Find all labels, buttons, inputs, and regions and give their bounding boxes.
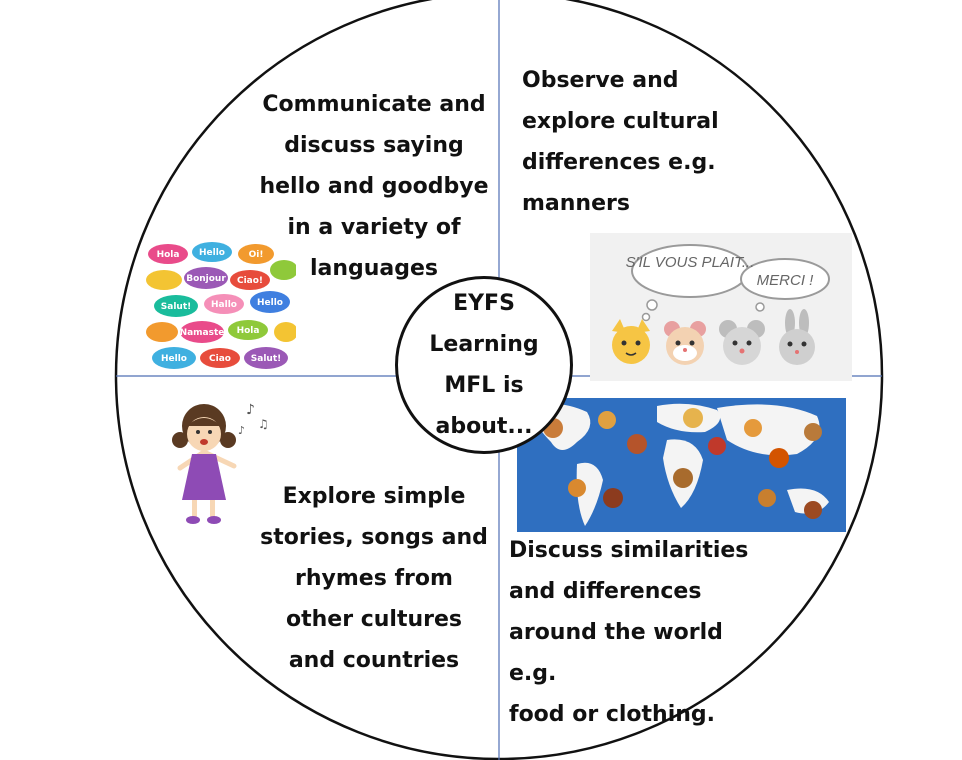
- text-line: other cultures: [285, 607, 462, 632]
- food-dish-icon: [543, 408, 822, 519]
- text-line: discuss saying: [284, 133, 464, 158]
- hello-bubbles-illustration: Hola Hello Oi! Bonjour Ciao! Salut! Hall…: [146, 242, 296, 369]
- world-food-map-image: [517, 398, 846, 532]
- quadrant-top-right-text: Observe and explore cultural differences…: [522, 60, 772, 224]
- singing-girl-illustration: ♪ ♫ ♪: [172, 402, 269, 524]
- text-line: Explore simple: [282, 484, 466, 509]
- text-line: and differences: [509, 579, 702, 604]
- manners-illustration: S'IL VOUS PLAIT... MERCI !: [612, 244, 830, 365]
- bubble-right-text: MERCI !: [757, 272, 815, 289]
- hamster-icon: [664, 321, 706, 365]
- bubble-word: Hallo: [211, 300, 237, 310]
- bubble-word: Namaste: [180, 328, 225, 338]
- center-line: MFL is: [444, 373, 524, 398]
- bubble-word: Ciao: [209, 354, 231, 364]
- bubble-word: Oi!: [249, 250, 264, 260]
- text-line: and countries: [288, 648, 460, 673]
- text-line: rhymes from: [295, 566, 453, 591]
- text-line: languages: [309, 256, 439, 281]
- quadrant-bottom-right-text: Discuss similarities and differences aro…: [509, 530, 771, 735]
- bubble-word: Hola: [237, 326, 260, 336]
- text-line: stories, songs and: [260, 525, 488, 550]
- singing-girl-image: ♪ ♫ ♪: [160, 396, 272, 530]
- center-line: Learning: [429, 332, 539, 357]
- bubble-word: Bonjour: [186, 274, 226, 284]
- bubble-word: Hola: [157, 250, 180, 260]
- text-line: explore cultural: [522, 109, 719, 134]
- text-line: differences e.g.: [522, 150, 716, 175]
- quadrant-bottom-left-text: Explore simple stories, songs and rhymes…: [250, 476, 498, 681]
- text-line: manners: [522, 191, 630, 216]
- hello-bubbles-image: Hola Hello Oi! Bonjour Ciao! Salut! Hall…: [146, 240, 296, 374]
- world-food-map-illustration: [527, 403, 829, 526]
- bubble-word: Ciao!: [237, 276, 263, 286]
- bubble-word: Hello: [161, 354, 187, 364]
- text-line: food or clothing.: [509, 702, 716, 727]
- text-line: Discuss similarities: [509, 538, 749, 563]
- bubble-word: Salut!: [251, 354, 281, 364]
- text-line: Communicate and: [262, 92, 486, 117]
- text-line: in a variety of: [287, 215, 461, 240]
- manners-image: S'IL VOUS PLAIT... MERCI !: [590, 233, 852, 381]
- center-hub: EYFS Learning MFL is about...: [395, 276, 573, 454]
- quadrant-top-left-text: Communicate and discuss saying hello and…: [250, 84, 498, 289]
- svg-text:S'IL VOUS PLAIT...: S'IL VOUS PLAIT...: [626, 254, 755, 271]
- text-line: Observe and: [522, 68, 679, 93]
- bubble-left-text: S'IL VOUS PLAIT...: [626, 254, 755, 271]
- music-note-icon: ♫: [258, 417, 269, 431]
- center-line: about...: [435, 414, 533, 439]
- cat-icon: [612, 319, 650, 364]
- bubble-word: Salut!: [161, 302, 191, 312]
- music-note-icon: ♪: [238, 424, 245, 437]
- text-line: hello and goodbye: [259, 174, 489, 199]
- bubble-word: Hello: [199, 248, 225, 258]
- text-line: around the world e.g.: [509, 620, 723, 686]
- rabbit-icon: [779, 309, 815, 365]
- bubble-word: Hello: [257, 298, 283, 308]
- mouse-icon: [719, 320, 765, 365]
- center-line: EYFS: [453, 291, 515, 316]
- music-note-icon: ♪: [246, 402, 255, 418]
